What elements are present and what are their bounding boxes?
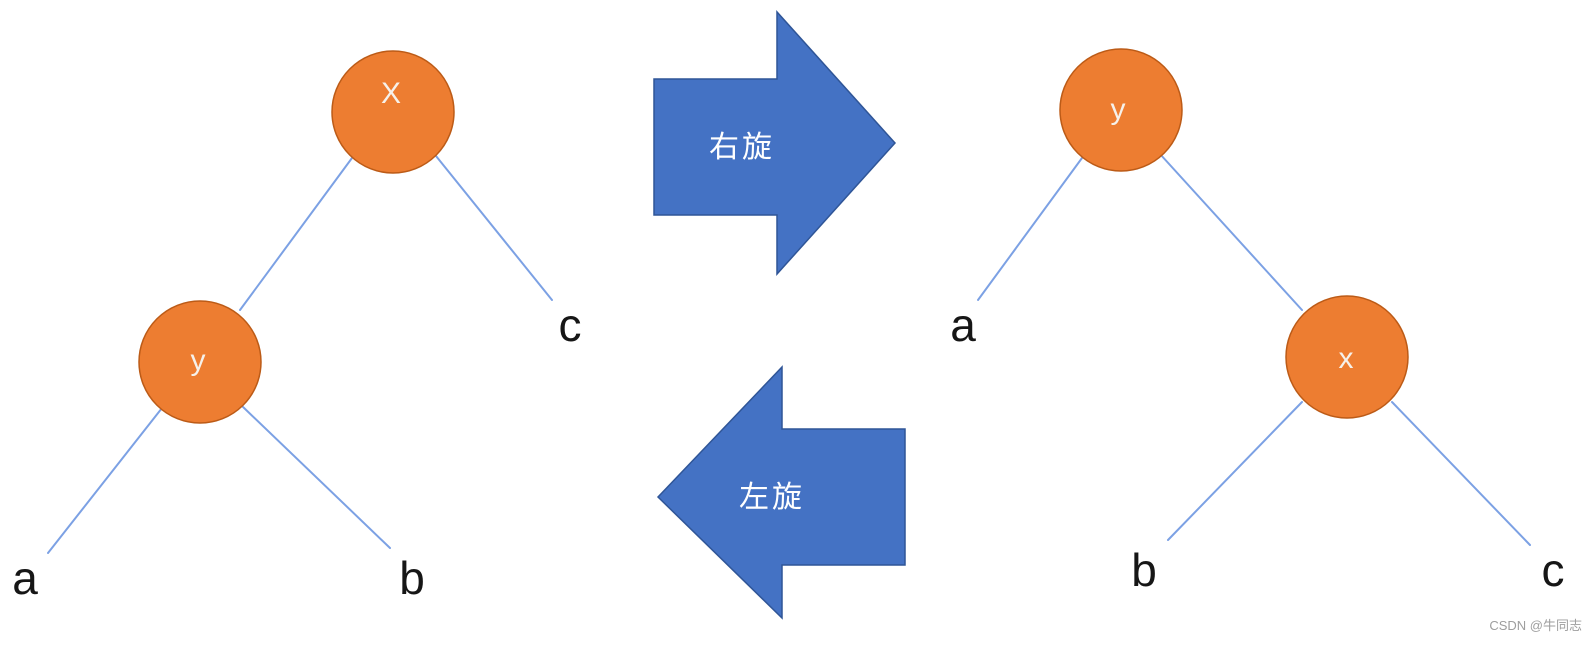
node-y2-circle (1059, 48, 1183, 172)
right-rotation-arrow: 右旋 (653, 10, 897, 276)
leaf-a-label: a (12, 552, 38, 604)
right-rotation-arrow-shape (653, 10, 897, 276)
tree-edge (241, 405, 391, 549)
watermark: CSDN @牛同志 (1489, 618, 1582, 633)
node-X-label: X (381, 77, 401, 110)
node-x2-label: x (1339, 342, 1354, 375)
tree-edge (1167, 401, 1303, 541)
tree-edge (1159, 153, 1303, 311)
node-X-circle (331, 50, 455, 174)
left-rotation-arrow-label: 左旋 (739, 481, 805, 514)
node-x2-circle (1285, 295, 1409, 419)
node-y2-label: y (1111, 93, 1126, 126)
left-rotation-arrow: 左旋 (656, 365, 906, 620)
right-tree: y x a b c (950, 48, 1565, 596)
tree-edge (47, 407, 163, 554)
node-y-label: y (191, 344, 206, 377)
tree-edge (239, 157, 353, 311)
leaf-c-label: c (1542, 544, 1565, 596)
tree-edge (977, 157, 1083, 301)
right-rotation-arrow-label: 右旋 (709, 131, 775, 164)
tree-edge (435, 155, 553, 301)
leaf-a-label: a (950, 299, 976, 351)
leaf-b-label: b (1131, 544, 1157, 596)
left-tree: Xy a b c (12, 50, 582, 604)
left-rotation-arrow-shape (656, 365, 906, 620)
leaf-b-label: b (399, 552, 425, 604)
tree-edge (1391, 401, 1531, 546)
leaf-c-label: c (559, 299, 582, 351)
node-y-circle (138, 300, 262, 424)
